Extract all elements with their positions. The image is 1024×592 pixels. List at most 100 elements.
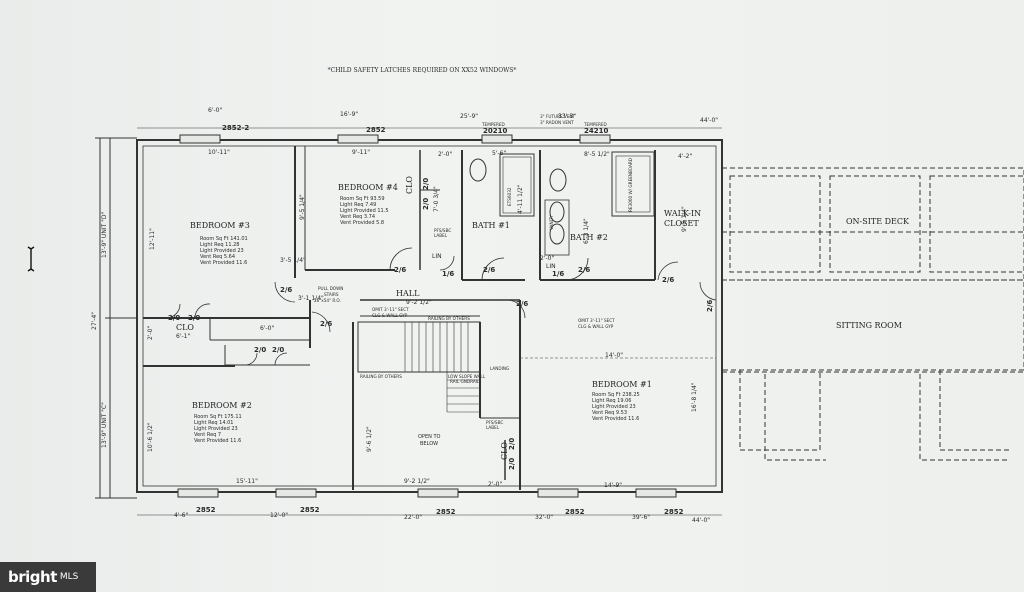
room-clo-3: CLO	[500, 442, 509, 460]
vent-note-2: 3" RADON VENT	[540, 120, 574, 125]
door-sitting: 2/6	[706, 300, 714, 312]
door-clo1a: 2/0	[168, 314, 180, 322]
window-label-bottom-3: 2852	[436, 508, 456, 516]
door-clo-b1a: 2/0	[508, 458, 516, 470]
bedroom-1-stat: Vent Req 9.53	[592, 410, 627, 416]
dim-inner-1: 10'-11"	[208, 149, 230, 156]
bedroom-4-stat: Vent Req 3.74	[340, 214, 375, 220]
dim-inner-24: 2'-0"	[147, 326, 154, 340]
bedroom-2-stat: Light Provided 23	[194, 426, 238, 432]
dim-inner-27: 2'-0"	[540, 255, 554, 262]
door-clo1b: 2/0	[188, 314, 200, 322]
dim-inner-8: 9'-5 1/4"	[299, 194, 306, 220]
dim-inner-4: 5'-6"	[492, 150, 506, 157]
bedroom-1-stat: Room Sq Ft 238.25	[592, 392, 640, 398]
dim-inner-19: 9'-2 1/2"	[404, 478, 430, 485]
door-b3: 2/6	[280, 286, 292, 294]
room-bath-2: BATH #2	[570, 233, 608, 242]
window-label-bottom-1: 2852	[196, 506, 216, 514]
bedroom-3-stat: Light Provided 23	[200, 248, 244, 254]
text-cursor-icon	[27, 246, 35, 272]
low-slope-1: LOW SLOPE WALL	[448, 374, 486, 379]
room-lin-1: LIN	[432, 253, 442, 260]
dim-inner-2: 9'-11"	[352, 149, 370, 156]
omit-note-1a: OMIT 3'-11" SECT	[372, 307, 409, 312]
dim-inner-17: 9'-6 1/2"	[366, 426, 373, 452]
bedroom-4-stat: Room Sq Ft 93.59	[340, 196, 385, 202]
pull-stairs-2: STAIRS	[324, 292, 339, 297]
dim-inner-13: 9'-2 1/2"	[406, 299, 432, 306]
dim-inner-15: 16'-8 1/4"	[691, 382, 698, 412]
dim-inner-14: 14'-0"	[605, 352, 623, 359]
dim-side-unit-c: 13'-9" UNIT "C"	[101, 402, 108, 448]
pull-stairs-1: PULL DOWN	[318, 286, 343, 291]
bedroom-1-stat: Light Req 19.06	[592, 398, 631, 404]
omit-note-1b: CLG & WALL GYP	[372, 313, 408, 318]
pfs-note-1a: PFS/SBC	[434, 228, 451, 233]
door-lin2: 1/6	[552, 270, 564, 278]
bedroom-2-stat: Vent Provided 11.6	[194, 438, 241, 444]
door-lin1: 1/6	[442, 270, 454, 278]
window-label-bottom-4: 2852	[565, 508, 585, 516]
dim-top-5: 44'-0"	[700, 117, 718, 124]
dim-inner-11: 6'-3 1/4"	[583, 218, 590, 244]
open-below-1: OPEN TO	[418, 434, 440, 440]
room-lin-2: LIN	[546, 263, 556, 270]
room-bedroom-1: BEDROOM #1	[592, 380, 652, 389]
door-bath1: 2/6	[483, 266, 495, 274]
dim-side-unit-d: 13'-9" UNIT "D"	[101, 211, 108, 258]
landing: LANDING	[490, 366, 509, 371]
dim-inner-23: 6'-1"	[176, 333, 190, 340]
room-clo-2: CLO	[405, 176, 414, 194]
logo-brand: bright	[8, 568, 57, 586]
railing-note-2: RAILING BY OTHERS	[360, 374, 402, 379]
omit-note-2a: OMIT 3'-11" SECT	[578, 318, 615, 323]
dim-bottom-2: 12'-0"	[270, 512, 288, 519]
logo-suffix: MLS	[59, 572, 79, 582]
bedroom-1-stat: Light Provided 23	[592, 404, 636, 410]
door-b2: 2/6	[320, 320, 332, 328]
window-label-top-4: 24210	[584, 127, 608, 135]
dim-bottom-1: 4'-6"	[174, 512, 188, 519]
vanity-label: VANITY	[549, 215, 554, 230]
bedroom-3-stat: Room Sq Ft 141.01	[200, 236, 248, 242]
room-hall: HALL	[396, 289, 420, 298]
door-bath2: 2/6	[578, 266, 590, 274]
bedroom-4-stat: Light Req 7.49	[340, 202, 376, 208]
room-clo-1: CLO	[176, 323, 194, 332]
door-clo-b4a: 2/0	[422, 198, 430, 210]
door-clo-b1b: 2/0	[508, 438, 516, 450]
room-walkin-2: CLOSET	[664, 219, 699, 228]
pull-stairs-3: 26"x54" R.O.	[314, 298, 341, 303]
dim-top-4: 33'-3"	[558, 113, 576, 120]
room-walkin-1: WALK-IN	[664, 209, 701, 218]
open-below-2: BELOW	[420, 441, 438, 447]
low-slope-2: RAIL GNDRAIL	[450, 379, 480, 384]
bedroom-3-stat: Vent Req 5.64	[200, 254, 235, 260]
bedroom-2-stat: Room Sq Ft 175.11	[194, 414, 242, 420]
room-deck: ON-SITE DECK	[846, 217, 910, 226]
door-clo2b: 2/0	[272, 346, 284, 354]
door-walkin: 2/6	[662, 276, 674, 284]
dim-inner-6: 4'-2"	[678, 153, 692, 160]
window-label-bottom-2: 2852	[300, 506, 320, 514]
dim-bottom-4: 32'-0"	[535, 514, 553, 521]
bedroom-4-stat: Light Provided 11.5	[340, 208, 389, 214]
room-bedroom-4: BEDROOM #4	[338, 183, 398, 192]
vent-note-1: 3" FUTURE VENT	[540, 114, 576, 119]
dim-inner-9: 7'-0 3/4"	[433, 186, 440, 212]
dim-inner-10: 4'-11 1/2"	[517, 184, 524, 214]
dim-side-total: 27'-4"	[91, 312, 98, 330]
dim-inner-22: 6'-0"	[260, 325, 274, 332]
dim-top-3: 25'-9"	[460, 113, 478, 120]
door-b4: 2/6	[394, 266, 406, 274]
tempered-1: TEMPERED	[481, 122, 505, 127]
tempered-2: TEMPERED	[583, 122, 607, 127]
window-label-top-2: 2852	[366, 126, 386, 134]
dim-inner-3: 2'-0"	[438, 151, 452, 158]
pfs-note-2a: PFS/SBC	[486, 420, 503, 425]
room-sitting: SITTING ROOM	[836, 321, 902, 330]
dim-inner-25: 3'-1 1/4"	[298, 295, 324, 302]
